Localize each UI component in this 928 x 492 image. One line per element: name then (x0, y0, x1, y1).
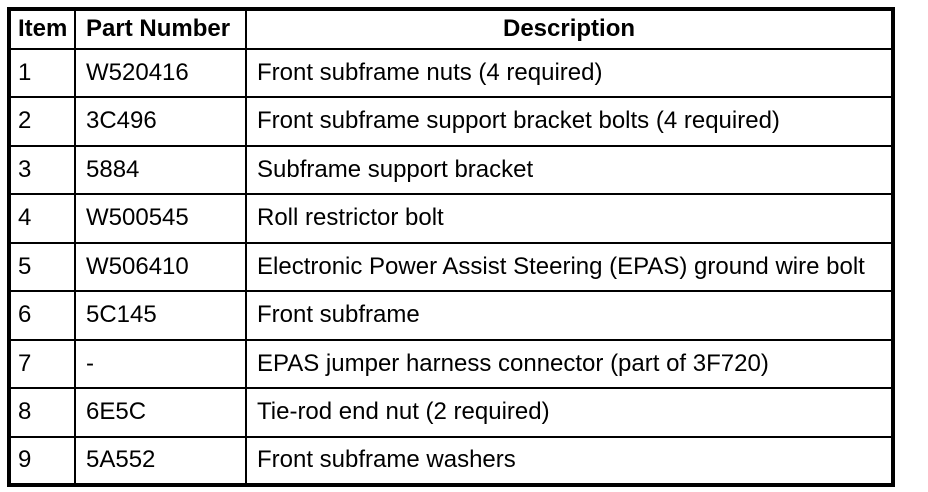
table-row: 5 W506410 Electronic Power Assist Steeri… (8, 241, 894, 293)
item-cell: 4 (8, 193, 76, 244)
table-row: 9 5A552 Front subframe washers (8, 435, 894, 486)
header-row: Item Part Number Description (8, 8, 894, 50)
description-cell: Roll restrictor bolt (245, 193, 894, 244)
description-cell: Front subframe support bracket bolts (4 … (245, 96, 894, 147)
description-cell: Electronic Power Assist Steering (EPAS) … (245, 241, 894, 293)
part-number-cell: W500545 (74, 193, 247, 244)
item-cell: 9 (8, 435, 76, 486)
part-number-cell: - (74, 338, 247, 390)
part-number-cell: W506410 (74, 241, 247, 293)
table-row: 3 5884 Subframe support bracket (8, 144, 894, 196)
header-item: Item (8, 8, 76, 50)
table-row: 2 3C496 Front subframe support bracket b… (8, 96, 894, 147)
item-cell: 8 (8, 387, 76, 438)
part-number-cell: 6E5C (74, 387, 247, 438)
item-cell: 3 (8, 144, 76, 196)
item-cell: 5 (8, 241, 76, 293)
part-number-cell: 3C496 (74, 96, 247, 147)
table-row: 7 - EPAS jumper harness connector (part … (8, 338, 894, 390)
item-cell: 6 (8, 290, 76, 341)
header-part-number: Part Number (74, 8, 247, 50)
description-cell: Front subframe (245, 290, 894, 341)
table-row: 4 W500545 Roll restrictor bolt (8, 193, 894, 244)
description-cell: Subframe support bracket (245, 144, 894, 196)
item-cell: 2 (8, 96, 76, 147)
item-cell: 1 (8, 47, 76, 99)
description-cell: Tie-rod end nut (2 required) (245, 387, 894, 438)
table-row: 8 6E5C Tie-rod end nut (2 required) (8, 387, 894, 438)
part-number-cell: 5C145 (74, 290, 247, 341)
header-description: Description (245, 8, 894, 50)
part-number-cell: 5884 (74, 144, 247, 196)
item-cell: 7 (8, 338, 76, 390)
part-number-cell: W520416 (74, 47, 247, 99)
table-row: 1 W520416 Front subframe nuts (4 require… (8, 47, 894, 99)
part-number-cell: 5A552 (74, 435, 247, 486)
description-cell: EPAS jumper harness connector (part of 3… (245, 338, 894, 390)
description-cell: Front subframe nuts (4 required) (245, 47, 894, 99)
parts-table: Item Part Number Description 1 W520416 F… (7, 7, 895, 487)
description-cell: Front subframe washers (245, 435, 894, 486)
table-row: 6 5C145 Front subframe (8, 290, 894, 341)
